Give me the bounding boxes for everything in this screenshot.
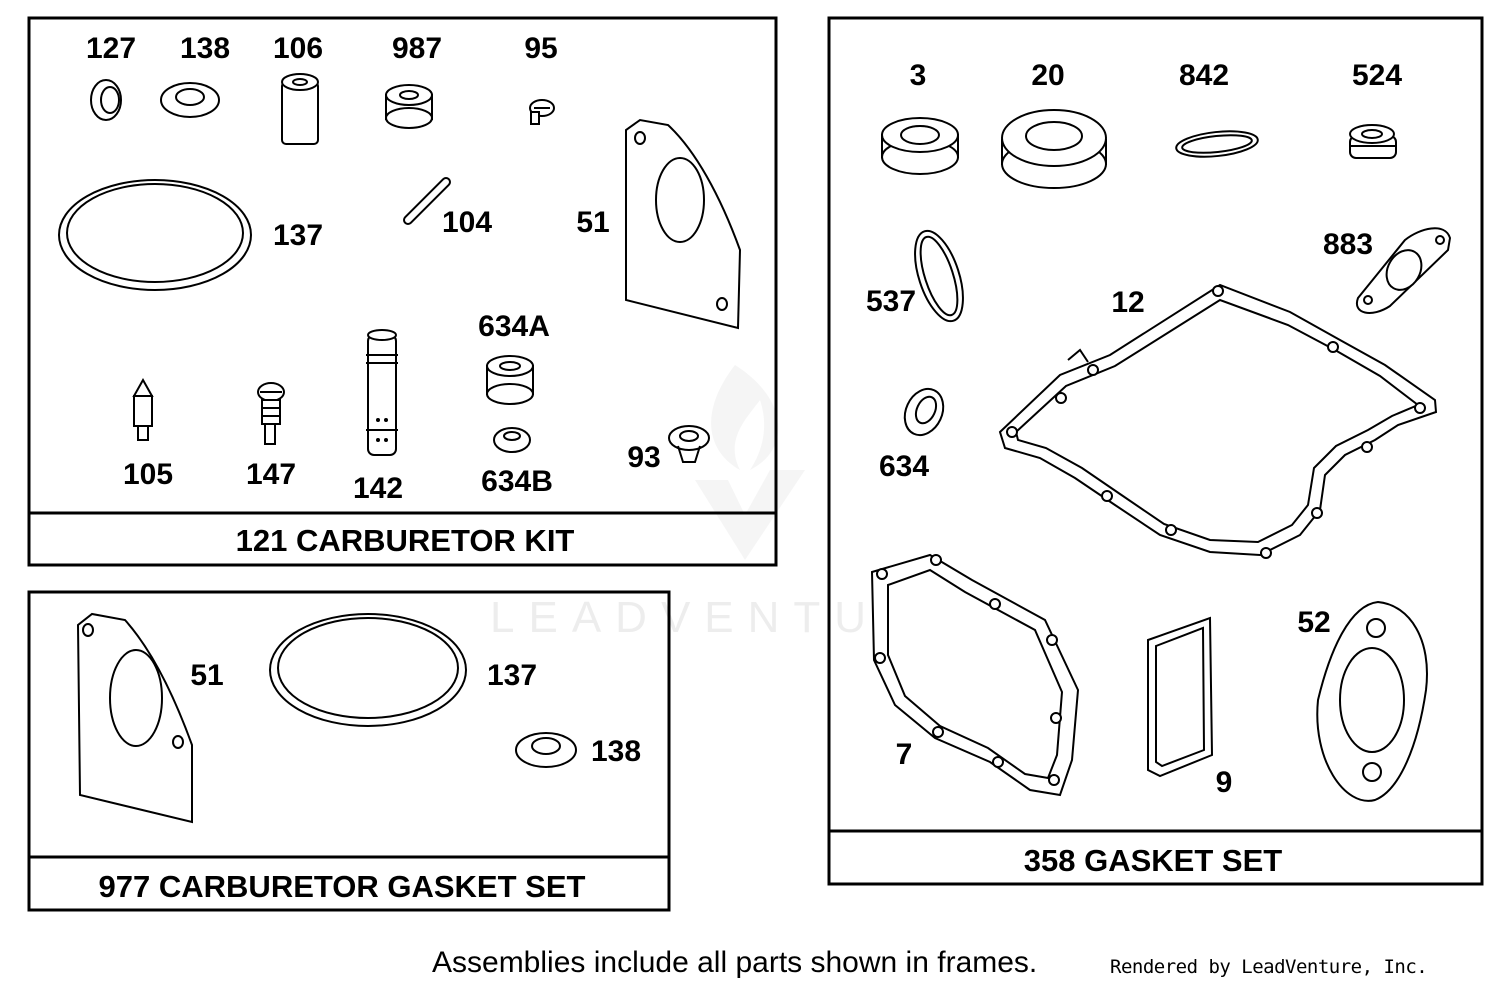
part-127 (90, 79, 122, 121)
part-634A (486, 355, 534, 405)
label-105: 105 (123, 458, 173, 491)
label-524: 524 (1352, 59, 1402, 92)
footer-credit: Rendered by LeadVenture, Inc. (1110, 956, 1428, 978)
label-12: 12 (1111, 286, 1144, 319)
label-93: 93 (627, 441, 660, 474)
label-104: 104 (442, 206, 492, 239)
label-634: 634 (879, 450, 929, 483)
part-51-gasket (76, 612, 193, 824)
label-842: 842 (1179, 59, 1229, 92)
part-137-ring (269, 613, 467, 727)
label-52: 52 (1297, 606, 1330, 639)
part-147 (257, 382, 285, 445)
part-20 (1001, 109, 1107, 189)
frame-carburetor-gasket-set: 977 CARBURETOR GASKET SET 51 137 138 (27, 590, 671, 912)
label-147: 147 (246, 458, 296, 491)
part-105 (132, 377, 154, 441)
part-7 (870, 553, 1080, 797)
footer-note: Assemblies include all parts shown in fr… (432, 946, 1038, 979)
part-634 (903, 387, 945, 437)
label-137: 137 (273, 219, 323, 252)
frame-gasket-set: 358 GASKET SET (827, 16, 1484, 886)
label-20: 20 (1031, 59, 1064, 92)
part-104 (403, 177, 451, 225)
part-95 (529, 99, 555, 125)
frame-carburetor-gasket-set-title: 977 CARBURETOR GASKET SET (99, 869, 586, 904)
label-137-ring: 137 (487, 659, 537, 692)
part-93 (668, 425, 710, 463)
label-9: 9 (1216, 766, 1233, 799)
label-127: 127 (86, 32, 136, 65)
part-537 (914, 229, 964, 323)
part-137 (58, 179, 252, 291)
part-883 (1355, 227, 1452, 314)
watermark-logo (695, 365, 805, 560)
part-142 (366, 329, 398, 456)
part-138 (160, 82, 220, 118)
part-138-washer (515, 732, 577, 768)
part-52 (1316, 600, 1428, 802)
part-106 (281, 73, 319, 145)
label-51: 51 (576, 206, 609, 239)
label-537: 537 (866, 285, 916, 318)
part-634B (493, 427, 531, 453)
frame-carburetor-kit: 121 CARBURETOR KIT (27, 16, 778, 567)
label-51-gasket: 51 (190, 659, 223, 692)
frame-gasket-set-title: 358 GASKET SET (1024, 843, 1282, 878)
label-95: 95 (524, 32, 557, 65)
part-524 (1349, 124, 1397, 159)
label-7: 7 (896, 738, 913, 771)
frame-carburetor-gasket-set-border (27, 590, 671, 912)
part-12 (998, 283, 1438, 559)
label-142: 142 (353, 472, 403, 505)
frame-carburetor-kit-title: 121 CARBURETOR KIT (236, 523, 575, 558)
label-883: 883 (1323, 228, 1373, 261)
part-9 (1147, 616, 1214, 778)
label-634B: 634B (481, 465, 553, 498)
label-138-washer: 138 (591, 735, 641, 768)
part-987 (385, 84, 433, 129)
label-138: 138 (180, 32, 230, 65)
frame-carburetor-kit-border (27, 16, 778, 567)
part-3 (881, 117, 959, 175)
frame-gasket-set-border (827, 16, 1484, 886)
part-51 (625, 118, 742, 330)
label-634A: 634A (478, 310, 550, 343)
label-106: 106 (273, 32, 323, 65)
label-3: 3 (910, 59, 927, 92)
label-987: 987 (392, 32, 442, 65)
part-842 (1175, 130, 1259, 158)
